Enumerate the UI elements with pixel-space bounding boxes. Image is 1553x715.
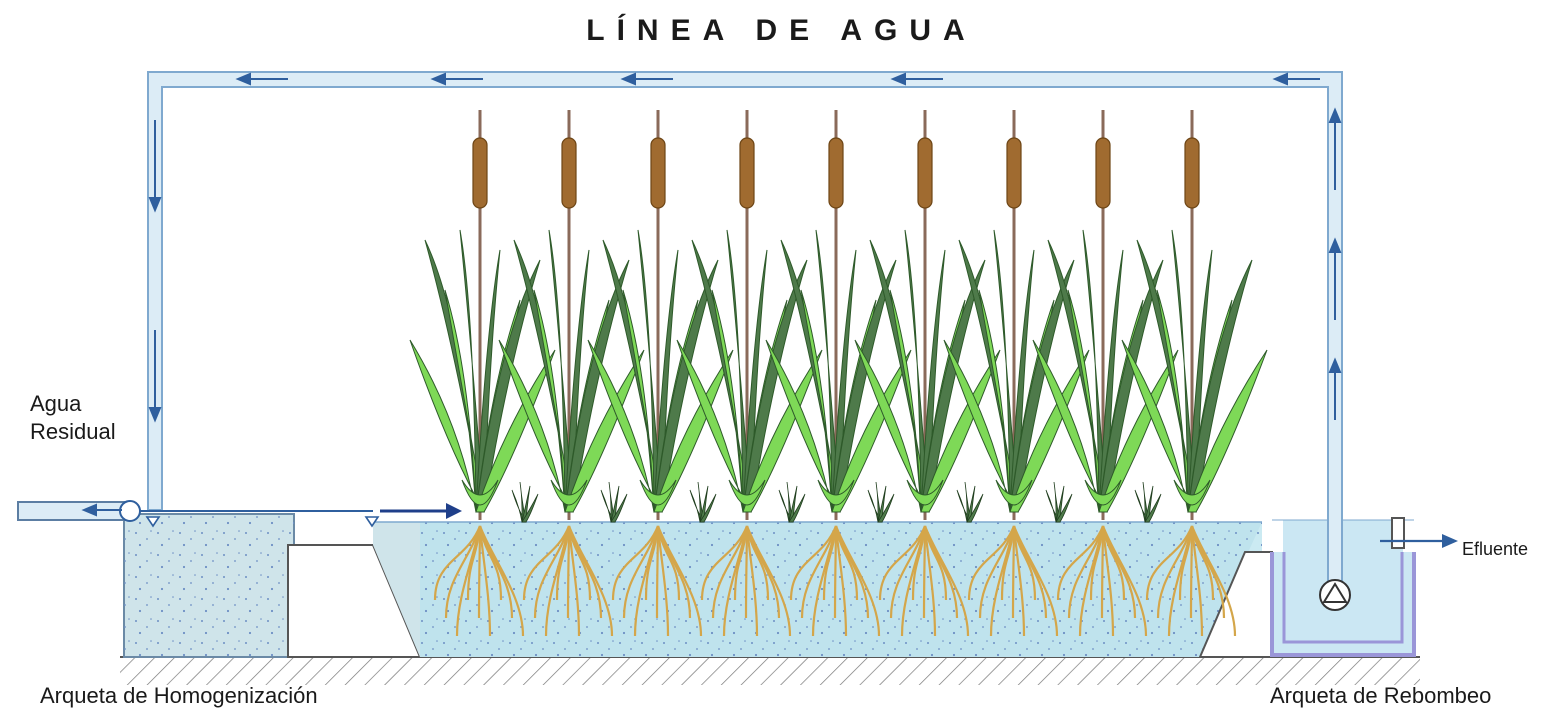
ground-hatch — [120, 657, 1420, 685]
leaf — [944, 340, 1018, 512]
seedling — [957, 482, 983, 522]
influent-label-line1: Agua — [30, 390, 116, 418]
seedling-leaf — [1056, 494, 1072, 522]
pump-icon — [1320, 580, 1350, 610]
leaf — [1033, 340, 1107, 512]
influent-label: Agua Residual — [30, 390, 116, 446]
cattail-head — [651, 138, 665, 208]
seedling-leaf — [878, 494, 894, 522]
leaf — [410, 340, 484, 512]
wetland-bed — [373, 522, 1262, 657]
root — [657, 526, 658, 618]
cattail-head — [1185, 138, 1199, 208]
cattail-head — [1096, 138, 1110, 208]
cattail-head — [918, 138, 932, 208]
leaf — [1122, 340, 1196, 512]
root — [746, 526, 747, 618]
seedling — [1135, 482, 1161, 522]
root — [835, 526, 836, 618]
seedling — [1046, 482, 1072, 522]
seedling-leaf — [967, 494, 983, 522]
root — [568, 526, 569, 618]
seedling-leaf — [700, 494, 716, 522]
seedling-leaf — [789, 494, 805, 522]
seedling-leaf — [611, 494, 627, 522]
seedling-leaf — [1145, 494, 1161, 522]
diagram-title: LÍNEA DE AGUA — [0, 14, 1553, 48]
cattail-head — [829, 138, 843, 208]
root — [479, 526, 480, 618]
root — [1191, 526, 1192, 618]
root — [924, 526, 925, 618]
influent-label-line2: Residual — [30, 418, 116, 446]
cattail-head — [1007, 138, 1021, 208]
leaf — [766, 340, 840, 512]
inflow-arrow — [380, 503, 462, 519]
seedling-leaf — [522, 494, 538, 522]
seedling — [601, 482, 627, 522]
seedling — [690, 482, 716, 522]
leaf — [855, 340, 929, 512]
leaf — [588, 340, 662, 512]
root — [1102, 526, 1103, 618]
leaf — [499, 340, 573, 512]
cattail-head — [562, 138, 576, 208]
cattail-head — [473, 138, 487, 208]
outlet-weir — [1392, 518, 1404, 548]
leaf — [677, 340, 751, 512]
effluent-label: Efluente — [1462, 539, 1528, 560]
seedling — [868, 482, 894, 522]
cattail-head — [740, 138, 754, 208]
repumping-tank-label: Arqueta de Rebombeo — [1270, 683, 1491, 709]
homogenization-tank-label: Arqueta de Homogenización — [40, 683, 318, 709]
root — [1013, 526, 1014, 618]
seedling — [512, 482, 538, 522]
seedling — [779, 482, 805, 522]
valve-icon — [120, 501, 140, 521]
